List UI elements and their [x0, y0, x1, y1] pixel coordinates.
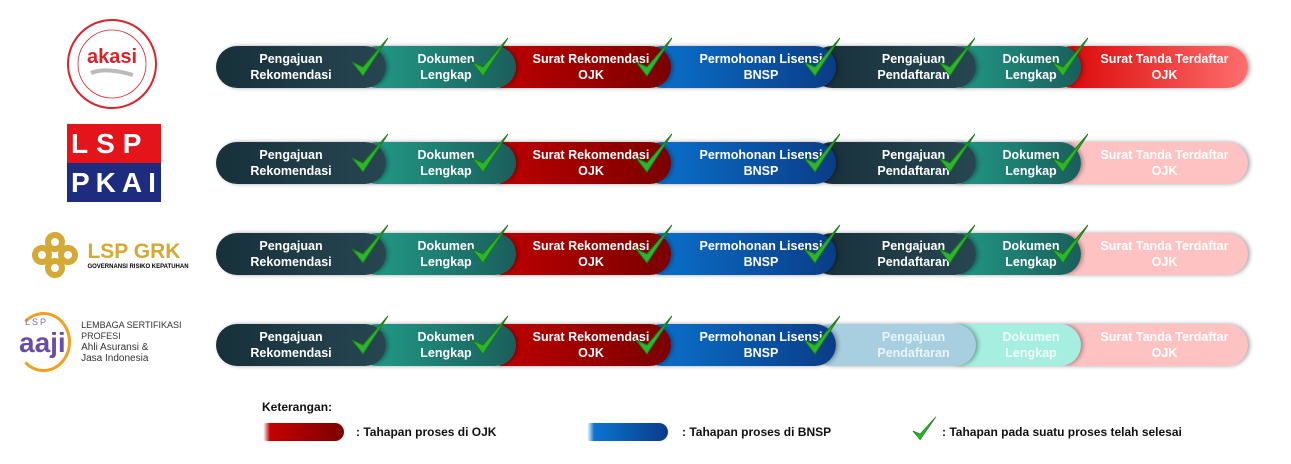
check-icon	[938, 37, 975, 77]
step-label: Permohonan Lisensi BNSP	[699, 330, 823, 360]
step-4: Permohonan Lisensi BNSP	[641, 324, 836, 366]
check-icon	[938, 133, 975, 173]
check-icon	[471, 37, 508, 77]
check-icon	[351, 133, 388, 173]
logo-lsp-pkai: LSP PKAI	[67, 124, 161, 202]
check-icon	[1051, 224, 1088, 264]
check-icon	[1051, 133, 1088, 173]
svg-text:akasi: akasi	[87, 46, 137, 68]
step-1: Pengajuan Rekomendasi	[216, 46, 386, 88]
check-icon	[803, 224, 840, 264]
step-4: Permohonan Lisensi BNSP	[641, 46, 836, 88]
step-label: Permohonan Lisensi BNSP	[699, 148, 823, 178]
check-icon	[1051, 37, 1088, 77]
check-icon	[635, 224, 672, 264]
check-icon	[351, 224, 388, 264]
aaji-text: aaji	[19, 327, 66, 358]
legend-ojk: : Tahapan proses di OJK	[356, 425, 497, 439]
step-label: Pengajuan Rekomendasi	[250, 52, 332, 82]
step-label: Dokumen Lengkap	[417, 330, 475, 360]
process-row: Pengajuan Rekomendasi Dokumen Lengkap Sura…	[216, 224, 1248, 275]
check-icon	[803, 37, 840, 77]
step-label: Pengajuan Pendaftaran	[877, 148, 950, 178]
step-label: Dokumen Lengkap	[417, 52, 475, 82]
step-4: Permohonan Lisensi BNSP	[641, 142, 836, 184]
aaji-line2: Ahli Asuransi &	[81, 342, 149, 353]
logo-akasi: akasi	[66, 18, 158, 110]
pkai-top: LSP	[67, 124, 161, 163]
step-label: Surat Rekomendasi OJK	[532, 148, 650, 178]
step-5: Pengajuan Pendaftaran	[811, 324, 976, 366]
step-label: Pengajuan Pendaftaran	[877, 52, 950, 82]
step-label: Dokumen Lengkap	[1002, 330, 1060, 360]
logo-lsp-aaji: LSP aaji LEMBAGA SERTIFIKASI PROFESI Ahl…	[16, 312, 206, 372]
step-label: Surat Tanda Terdaftar OJK	[1100, 239, 1229, 269]
step-label: Dokumen Lengkap	[417, 148, 475, 178]
check-icon	[938, 224, 975, 264]
check-icon	[351, 315, 388, 355]
step-label: Surat Rekomendasi OJK	[532, 239, 650, 269]
step-2: Dokumen Lengkap	[356, 324, 516, 366]
grk-sub: GOVERNANSI RISIKO KEPATUHAN	[87, 264, 189, 270]
check-icon	[635, 37, 672, 77]
step-label: Pengajuan Rekomendasi	[250, 239, 332, 269]
legend-ojk-bar	[258, 423, 344, 441]
aaji-small: LSP	[25, 317, 49, 327]
check-icon	[803, 133, 840, 173]
aaji-line1: LEMBAGA SERTIFIKASI PROFESI	[81, 320, 182, 341]
step-label: Surat Rekomendasi OJK	[532, 330, 650, 360]
legend-check-icon	[912, 416, 937, 441]
step-label: Surat Tanda Terdaftar OJK	[1100, 52, 1229, 82]
legend-title: Keterangan:	[262, 400, 333, 414]
step-label: Dokumen Lengkap	[1002, 148, 1060, 178]
step-label: Pengajuan Rekomendasi	[250, 330, 332, 360]
step-label: Dokumen Lengkap	[1002, 52, 1060, 82]
step-label: Surat Rekomendasi OJK	[532, 52, 650, 82]
step-label: Surat Tanda Terdaftar OJK	[1100, 148, 1229, 178]
check-icon	[351, 37, 388, 77]
step-label: Pengajuan Pendaftaran	[877, 330, 950, 360]
process-row: Pengajuan Rekomendasi Dokumen Lengkap Sura…	[216, 37, 1248, 88]
step-label: Pengajuan Rekomendasi	[250, 148, 332, 178]
legend-bnsp: : Tahapan proses di BNSP	[682, 425, 832, 439]
check-icon	[635, 315, 672, 355]
step-4: Permohonan Lisensi BNSP	[641, 233, 836, 275]
step-label: Dokumen Lengkap	[417, 239, 475, 269]
legend-bnsp-bar	[582, 423, 668, 441]
step-label: Pengajuan Pendaftaran	[877, 239, 950, 269]
check-icon	[635, 133, 672, 173]
step-7: Surat Tanda Terdaftar OJK	[1051, 233, 1248, 275]
step-7: Surat Tanda Terdaftar OJK	[1051, 46, 1248, 88]
check-icon	[471, 315, 508, 355]
step-7: Surat Tanda Terdaftar OJK	[1051, 142, 1248, 184]
check-icon	[803, 315, 840, 355]
process-row: Pengajuan Rekomendasi Dokumen Lengkap Sura…	[216, 133, 1248, 184]
step-label: Permohonan Lisensi BNSP	[699, 52, 823, 82]
grk-title: LSP GRK	[87, 240, 181, 263]
check-icon	[471, 224, 508, 264]
aaji-line3: Jasa Indonesia	[81, 353, 149, 364]
step-label: Permohonan Lisensi BNSP	[699, 239, 823, 269]
step-label: Surat Tanda Terdaftar OJK	[1100, 330, 1229, 360]
step-label: Dokumen Lengkap	[1002, 239, 1060, 269]
pkai-bottom: PKAI	[67, 163, 161, 202]
process-row: Pengajuan Rekomendasi Dokumen Lengkap Sura…	[216, 315, 1248, 366]
legend-done: : Tahapan pada suatu proses telah selesa…	[942, 425, 1182, 439]
step-7: Surat Tanda Terdaftar OJK	[1051, 324, 1248, 366]
step-1: Pengajuan Rekomendasi	[216, 142, 386, 184]
check-icon	[471, 133, 508, 173]
